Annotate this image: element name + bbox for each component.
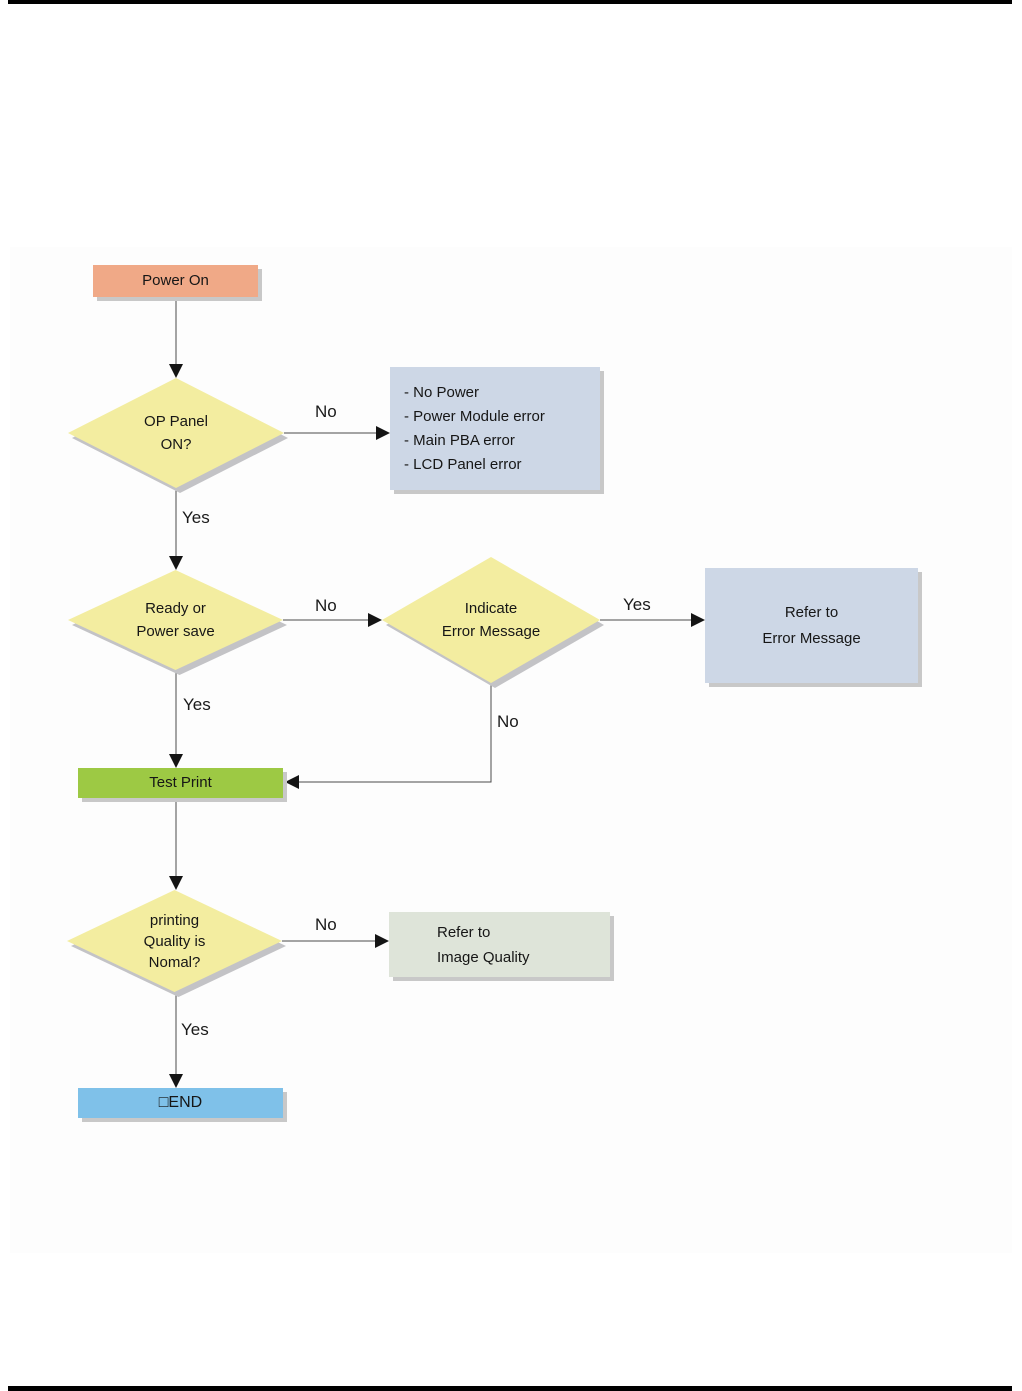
error-list-item: - Main PBA error (404, 431, 515, 449)
refer-to-image-quality-line: Refer to (437, 923, 491, 941)
node-power-on: Power On (93, 265, 258, 297)
edge-label-quality-no: No (315, 915, 337, 934)
error-list-item: - LCD Panel error (404, 455, 522, 473)
node-end: □END (78, 1088, 283, 1118)
node-printing-quality-label: printing Quality is Nomal? (143, 911, 206, 971)
node-indicate-error-message-label: Indicate Error Message (441, 600, 541, 640)
node-indicate-error-message: Indicate Error Message (382, 557, 604, 688)
node-refer-to-image-quality: Refer to Image Quality (389, 912, 610, 977)
edge-label-indicate-no: No (497, 712, 519, 731)
node-power-error-list: - No Power - Power Module error - Main P… (390, 367, 600, 490)
node-power-on-label: Power On (142, 272, 209, 290)
node-end-label: □END (158, 1093, 203, 1111)
node-refer-to-error-message: Refer to Error Message (705, 568, 918, 683)
edge-label-indicate-yes: Yes (623, 595, 651, 614)
page-border-bottom (8, 1386, 1012, 1391)
node-op-panel-on: OP Panel ON? (68, 378, 288, 493)
edge-label-op-panel-no: No (315, 402, 337, 421)
node-test-print: Test Print (78, 768, 283, 798)
node-test-print-label: Test Print (149, 774, 212, 792)
edge-label-ready-yes: Yes (183, 695, 211, 714)
node-ready-or-power-save-label: Ready or Power save (136, 600, 215, 640)
error-list-item: - No Power (404, 383, 480, 401)
edge-label-quality-yes: Yes (181, 1020, 209, 1039)
edge-label-ready-no: No (315, 596, 337, 615)
node-ready-or-power-save: Ready or Power save (68, 570, 287, 675)
error-list-item: - Power Module error (404, 407, 545, 425)
node-refer-to-error-message-label: Refer to Error Message (762, 603, 861, 647)
node-printing-quality: printing Quality is Nomal? (67, 890, 286, 997)
refer-to-image-quality-line: Image Quality (437, 948, 530, 966)
page-border-top (8, 0, 1012, 4)
edge-label-op-panel-yes: Yes (182, 508, 210, 527)
node-op-panel-on-label: OP Panel ON? (144, 413, 208, 453)
